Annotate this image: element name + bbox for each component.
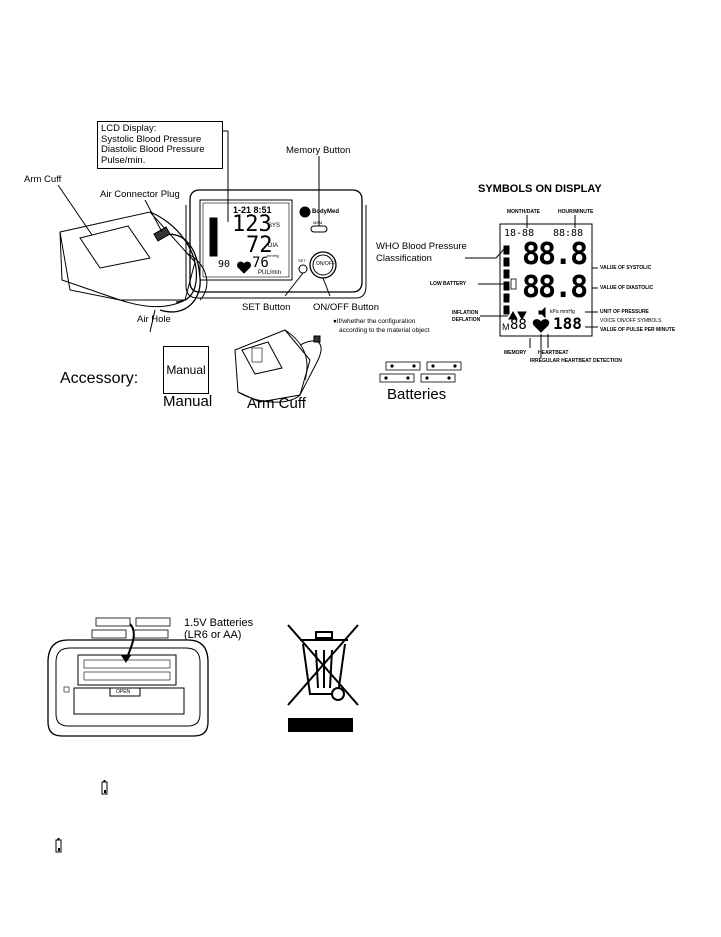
- lcd-date-digits: 18-88: [504, 228, 535, 239]
- device-pulse-value: 76: [252, 255, 269, 271]
- low-battery-label: LOW BATTERY: [430, 281, 467, 287]
- lcd-callout-line: LCD Display:: [101, 123, 157, 134]
- device-mmhg: mmHg: [267, 253, 279, 258]
- device-sys-value: 123: [232, 212, 272, 237]
- memory-button-label: Memory Button: [286, 145, 351, 156]
- symbols-title: SYMBOLS ON DISPLAY: [478, 183, 602, 195]
- accessory-batteries: [379, 361, 462, 383]
- hour-minute-label: HOUR/MINUTE: [558, 209, 594, 215]
- lcd-callout-line: Systolic Blood Pressure: [101, 133, 202, 145]
- value-pulse-label: VALUE OF PULSE PER MINUTE: [600, 327, 676, 333]
- device-memory-value: 90: [218, 259, 231, 270]
- batteries-caption: Batteries: [387, 386, 447, 403]
- brand-logo-text: BodyMed: [312, 209, 339, 215]
- lcd-m-text: M: [502, 322, 510, 332]
- lcd-pulse-digits: 188: [553, 314, 582, 333]
- set-button-label: SET Button: [242, 302, 291, 313]
- manual-caption: Manual: [163, 393, 213, 410]
- lcd-sys-digits: 88.8: [522, 237, 588, 272]
- value-systolic-label: VALUE OF SYSTOLIC: [600, 265, 652, 271]
- month-date-label: MONTH/DATE: [507, 209, 540, 215]
- air-connector-plug-label: Air Connector Plug: [100, 189, 180, 200]
- device-pul-label: PUL/min: [258, 270, 282, 276]
- device-date-time: 1-21 8:51: [233, 205, 272, 215]
- lcd-display-callout: LCD Display: Systolic Blood Pressure Dia…: [97, 121, 223, 169]
- lcd-units-text: kPa mmHg: [550, 309, 575, 315]
- lcd-callout-line: Pulse/min.: [101, 154, 146, 166]
- value-diastolic-label: VALUE OF DIASTOLIC: [600, 285, 654, 291]
- irregular-heartbeat-label: IRREGULAR HEARTBEAT DETECTION: [530, 358, 622, 364]
- arm-cuff-caption: Arm Cuff: [247, 395, 306, 412]
- who-label-line2: Classification: [376, 253, 432, 264]
- air-hole-label: Air Hole: [137, 314, 171, 325]
- device-dia-label: DIA: [268, 243, 279, 249]
- set-face-text: SET: [298, 258, 306, 263]
- lcd-mem-digits: 88: [510, 317, 527, 333]
- deflation-label: DEFLATION: [452, 317, 481, 323]
- weee-crossed-bin-icon: [287, 624, 359, 706]
- accessory-cuff-illustration: [234, 329, 322, 403]
- symbols-lcd-diagram: [499, 223, 593, 337]
- memory-label: MEMORY: [504, 350, 527, 356]
- monitor-device: [185, 189, 367, 299]
- manual-box: Manual: [163, 346, 209, 394]
- onoff-button-label: ON/OFF Button: [313, 302, 379, 313]
- manual-box-text: Manual: [166, 363, 206, 377]
- accessory-label: Accessory:: [60, 370, 139, 387]
- battery-spec-line2: (LR6 or AA): [184, 629, 242, 641]
- device-sys-label: SYS: [268, 223, 281, 229]
- heartbeat-label: HEARTBEAT: [538, 350, 569, 356]
- inflation-label: INFLATION: [452, 310, 479, 316]
- mem-face-text: MEM: [313, 220, 323, 225]
- config-note-line1: ●If/whether the configuration: [333, 318, 416, 325]
- lcd-callout-line: Diastolic Blood Pressure: [101, 144, 205, 155]
- voice-symbols-label: VOICE ON/OFF SYMBOLS: [600, 318, 662, 324]
- onoff-face-text: ON/OFF: [316, 261, 335, 267]
- unit-pressure-label: UNIT OF PRESSURE: [600, 309, 649, 315]
- arm-cuff-illustration: [59, 211, 208, 313]
- arm-cuff-label: Arm Cuff: [24, 174, 62, 185]
- lcd-dia-digits: 88.8: [522, 270, 588, 305]
- open-cover-text: OPEN: [116, 689, 131, 695]
- config-note-line2: according to the material object: [339, 327, 430, 334]
- lcd-time-digits: 88:88: [553, 228, 584, 239]
- who-label-line1: WHO Blood Pressure: [376, 241, 467, 252]
- battery-compartment-illustration: [47, 617, 209, 737]
- device-dia-value: 72: [246, 233, 273, 258]
- battery-spec-line1: 1.5V Batteries: [184, 617, 254, 629]
